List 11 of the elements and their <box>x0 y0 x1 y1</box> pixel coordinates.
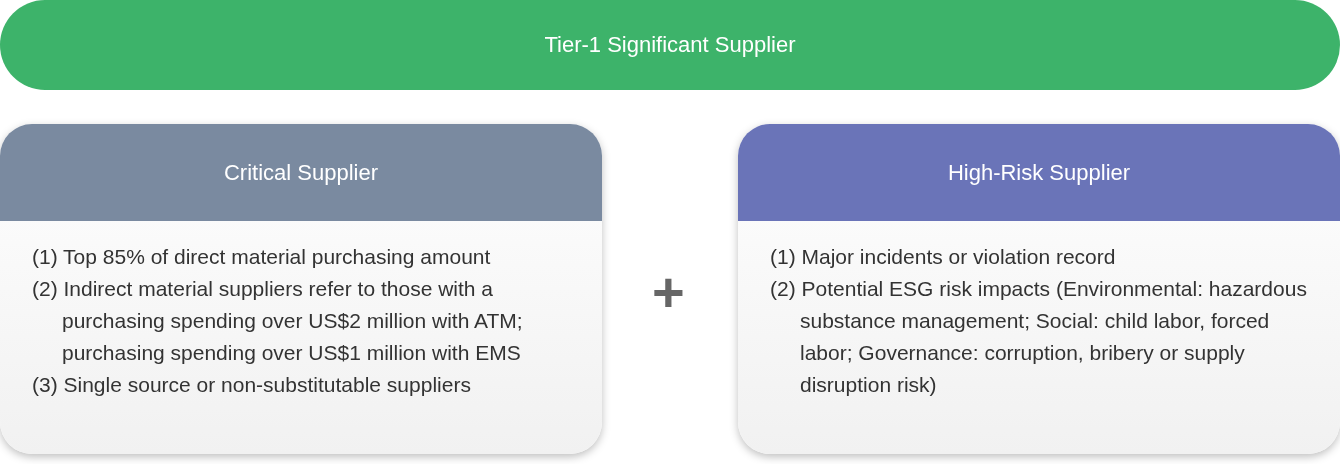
title-banner: Tier-1 Significant Supplier <box>0 0 1340 90</box>
criteria-card <box>0 124 602 454</box>
card-heading: Critical Supplier <box>0 124 602 221</box>
card-heading: High-Risk Supplier <box>738 124 1340 221</box>
plus-sign: + <box>652 262 685 322</box>
criterion-text: (1) Top 85% of direct material purchasing amount <box>32 244 492 270</box>
criterion-text: (2) Potential ESG risk impacts (Environmental: hazardous substance management; Social: child labor, forced labor; Governance: corruption, bribery or supply disruption risk) <box>770 276 1308 398</box>
criterion-text: (2) Indirect material suppliers refer to those with a purchasing spending over US$2 million with ATM; purchasing spending over US$1 million with EMS <box>32 276 524 366</box>
criterion-text: (1) Major incidents or violation record <box>770 244 1117 270</box>
criterion-text: (3) Single source or non-substitutable suppliers <box>32 372 472 398</box>
criteria-card <box>738 124 1340 454</box>
